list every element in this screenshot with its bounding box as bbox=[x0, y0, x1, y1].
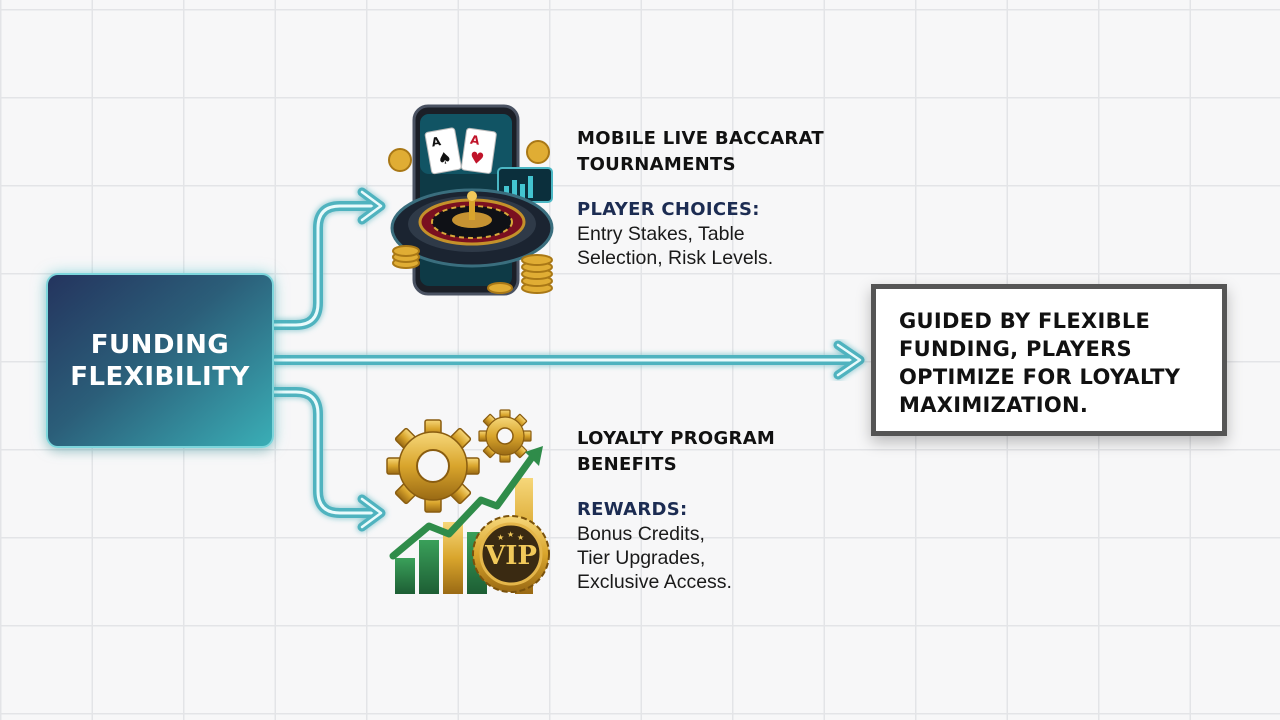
rewards-text: Bonus Credits, Tier Upgrades, Exclusive … bbox=[577, 523, 732, 593]
branch-baccarat: MOBILE LIVE BACCARAT TOURNAMENTS PLAYER … bbox=[577, 126, 824, 270]
rewards-heading: REWARDS: bbox=[577, 499, 688, 520]
result-box: GUIDED BY FLEXIBLE FUNDING, PLAYERS OPTI… bbox=[871, 284, 1227, 436]
arrow-to-result bbox=[270, 340, 865, 380]
svg-text:★: ★ bbox=[507, 530, 514, 539]
gears-growth-vip-icon: VIP ★ ★ ★ bbox=[386, 409, 550, 594]
svg-text:★: ★ bbox=[517, 533, 524, 542]
arrow-to-baccarat bbox=[269, 187, 386, 330]
svg-text:★: ★ bbox=[497, 533, 504, 542]
funding-flexibility-node: FUNDING FLEXIBILITY bbox=[46, 273, 274, 448]
mobile-casino-roulette-icon: A ♠ A ♥ bbox=[388, 104, 554, 296]
vip-badge-text: VIP bbox=[484, 541, 537, 571]
svg-text:A: A bbox=[430, 134, 442, 150]
svg-text:♠: ♠ bbox=[436, 148, 453, 169]
svg-text:♥: ♥ bbox=[469, 148, 486, 169]
funding-flexibility-label: FUNDING FLEXIBILITY bbox=[70, 329, 250, 392]
svg-text:A: A bbox=[469, 133, 481, 148]
branch-baccarat-title: MOBILE LIVE BACCARAT TOURNAMENTS bbox=[577, 128, 824, 175]
result-text: GUIDED BY FLEXIBLE FUNDING, PLAYERS OPTI… bbox=[899, 309, 1181, 417]
player-choices-text: Entry Stakes, Table Selection, Risk Leve… bbox=[577, 223, 774, 269]
branch-loyalty-title: LOYALTY PROGRAM BENEFITS bbox=[577, 428, 776, 475]
player-choices-heading: PLAYER CHOICES: bbox=[577, 199, 760, 220]
branch-loyalty: LOYALTY PROGRAM BENEFITS REWARDS: Bonus … bbox=[577, 426, 775, 594]
arrow-to-loyalty bbox=[269, 387, 386, 532]
